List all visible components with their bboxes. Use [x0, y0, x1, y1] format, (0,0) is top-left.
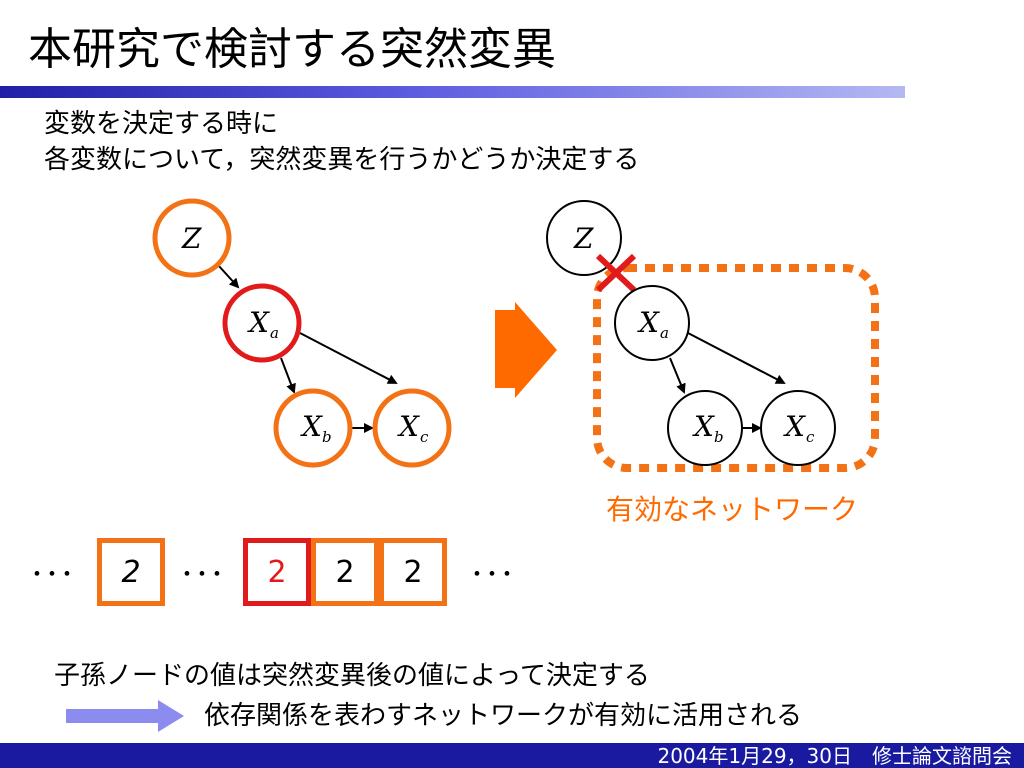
footer-bar: 2004年1月29，30日 修士論文諮問会 — [0, 743, 1024, 768]
left-edge-xa-xb — [280, 357, 296, 394]
sequence-cell-2: 2 — [243, 538, 311, 606]
sequence-cell-1: 2 — [97, 538, 165, 606]
transition-arrow-shape — [495, 302, 557, 398]
explanation-line-1: 子孫ノードの値は突然変異後の値によって決定する — [54, 661, 650, 691]
left-node-xc — [372, 388, 452, 468]
left-node-xc-sub: c — [420, 428, 429, 446]
right-arrow-icon — [66, 700, 184, 732]
intro-line-2: 各変数について，突然変異を行うかどうか決定する — [44, 145, 640, 175]
right-node-xc-label: X — [783, 410, 806, 443]
cut-edge-x-icon — [595, 253, 637, 293]
right-node-xb — [667, 390, 743, 466]
effective-network-label: 有効なネットワーク — [606, 493, 859, 526]
left-node-z-label: Z — [181, 222, 202, 255]
intro-text: 変数を決定する時に 各変数について，突然変異を行うかどうか決定する — [44, 106, 639, 178]
left-node-xb-sub: b — [322, 428, 332, 446]
left-network: Z X a X b X c — [152, 198, 452, 468]
right-node-xc — [760, 390, 836, 466]
left-edge-z-xa — [217, 264, 240, 289]
left-node-xa-label: X — [247, 306, 270, 339]
intro-line-1: 変数を決定する時に — [44, 109, 279, 139]
right-node-xb-sub: b — [714, 428, 724, 446]
explanation-line-2: 依存関係を表わすネットワークが有効に活用される — [204, 701, 803, 731]
right-network: Z X a X b X c — [546, 200, 879, 472]
left-node-xa — [222, 283, 302, 363]
right-node-xa-label: X — [637, 306, 660, 339]
left-edge-xa-xc — [299, 332, 398, 384]
effective-network-dotted-box — [593, 264, 879, 472]
right-node-xc-sub: c — [806, 428, 815, 446]
right-node-xa — [614, 285, 690, 361]
title-underline-bar — [0, 86, 905, 98]
left-node-xb-label: X — [300, 410, 323, 443]
right-edge-xa-xb — [669, 357, 686, 394]
left-node-xa-sub: a — [270, 324, 279, 342]
sequence-cell-3: 2 — [311, 538, 379, 606]
ellipsis-2: ･･･ — [180, 558, 226, 591]
footer-text: 2004年1月29，30日 修士論文諮問会 — [657, 744, 1012, 768]
slide-title: 本研究で検討する突然変異 — [28, 24, 556, 75]
sequence-cell-4: 2 — [379, 538, 447, 606]
left-node-z — [152, 198, 232, 278]
ellipsis-3: ･･･ — [470, 558, 516, 591]
left-node-xc-label: X — [397, 410, 420, 443]
right-node-xa-sub: a — [660, 324, 669, 342]
right-edge-xa-xc — [687, 332, 786, 384]
right-node-z-label: Z — [573, 222, 594, 255]
ellipsis-1: ･･･ — [30, 558, 76, 591]
left-node-xb — [273, 388, 353, 468]
right-node-xb-label: X — [692, 410, 715, 443]
